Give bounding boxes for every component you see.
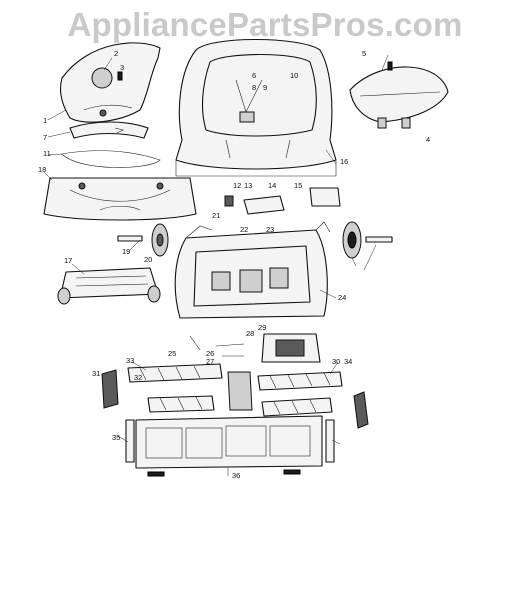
callout-33: 33 [126, 356, 134, 365]
part-lower-housing [174, 221, 331, 319]
callout-2: 2 [114, 49, 118, 58]
callout-7: 7 [43, 133, 47, 142]
callout-4: 4 [426, 135, 430, 144]
part-end-caps [101, 369, 369, 429]
callout-14: 14 [268, 181, 276, 190]
callout-34: 34 [344, 357, 352, 366]
part-hood-cover [59, 42, 161, 123]
callout-19: 19 [122, 247, 130, 256]
part-trim-lens [69, 121, 149, 139]
callout-36: 36 [232, 471, 240, 480]
part-side-guard [349, 66, 449, 129]
callout-27: 27 [206, 357, 214, 366]
callout-5: 5 [362, 49, 366, 58]
callout-16: 16 [340, 157, 348, 166]
callout-labels: 1 2 3 4 5 6 7 8 9 10 11 12 13 14 15 16 1… [38, 49, 430, 480]
watermark-text: AppliancePartsPros.com [67, 6, 463, 43]
callout-3: 3 [120, 63, 124, 72]
callout-17: 17 [64, 256, 72, 265]
leader-lines [43, 54, 389, 476]
part-base-plate [43, 177, 197, 221]
part-axles [117, 235, 393, 243]
callout-29: 29 [258, 323, 266, 332]
callout-10: 10 [290, 71, 298, 80]
callout-20: 20 [144, 255, 152, 264]
callout-31: 31 [92, 369, 100, 378]
callout-13: 13 [244, 181, 252, 190]
callout-11: 11 [43, 149, 51, 158]
callout-30: 30 [332, 357, 340, 366]
part-rear-carriage [57, 267, 161, 305]
part-gasket [61, 150, 161, 168]
part-wheels [151, 221, 362, 259]
callout-1: 1 [43, 116, 47, 125]
callout-8: 8 [252, 83, 256, 92]
callout-25: 25 [168, 349, 176, 358]
callout-28: 28 [246, 329, 254, 338]
callout-23: 23 [266, 225, 274, 234]
part-screws [117, 61, 393, 477]
callout-26: 26 [206, 349, 214, 358]
callout-18: 18 [38, 165, 46, 174]
callout-21: 21 [212, 211, 220, 220]
callout-24: 24 [338, 293, 346, 302]
part-motor-assembly [189, 333, 321, 363]
part-upper-housing [175, 38, 337, 177]
callout-32: 32 [134, 373, 142, 382]
callout-12: 12 [233, 181, 241, 190]
callout-6: 6 [252, 71, 256, 80]
callout-22: 22 [240, 225, 248, 234]
part-bottom-plate [135, 415, 323, 469]
callout-9: 9 [263, 83, 267, 92]
callout-15: 15 [294, 181, 302, 190]
part-brush-rolls [127, 363, 343, 417]
part-fittings [224, 187, 341, 215]
callout-35: 35 [112, 433, 120, 442]
